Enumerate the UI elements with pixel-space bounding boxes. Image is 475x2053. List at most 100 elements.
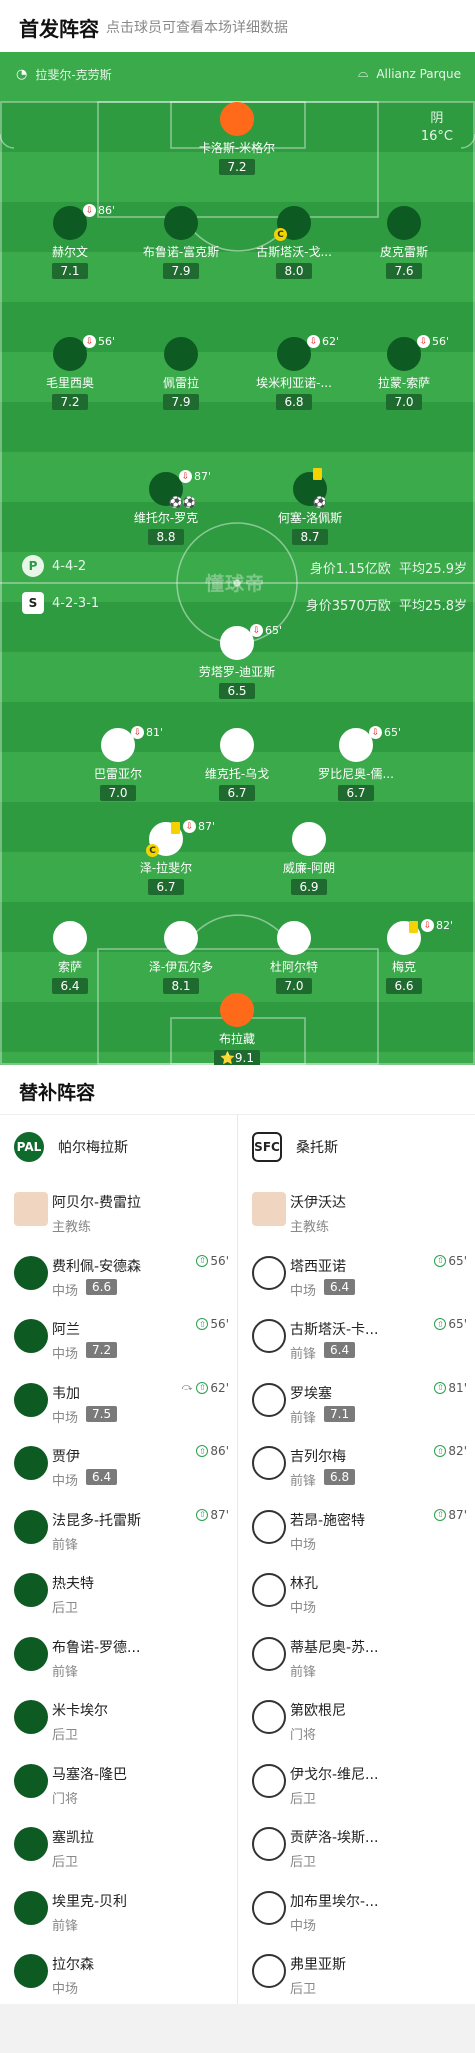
sub-in-icon: ⇧ <box>196 1381 209 1394</box>
sub-out-icon: ⇩ <box>250 624 263 637</box>
sub-player-row[interactable]: 弗里亚斯后卫 <box>238 1940 475 2004</box>
player-avatar <box>252 1446 286 1480</box>
home-team-value: 身价1.15亿欧 平均25.9岁 <box>309 562 467 577</box>
sub-player-row[interactable]: 法昆多-托雷斯前锋⇧87' <box>0 1496 237 1560</box>
player-rating: 6.7 <box>219 785 255 801</box>
sub-player-row[interactable]: 布鲁诺-罗德...前锋 <box>0 1623 237 1687</box>
player-name: 塞凯拉 <box>52 1830 94 1846</box>
goal-icon: ⚽⚽ <box>169 496 197 509</box>
sub-in-icon: ⇧ <box>196 1445 209 1457</box>
player-position: 中场 <box>290 1537 317 1553</box>
sub-player-row[interactable]: 第欧根尼门将 <box>238 1686 475 1750</box>
substitution-badge: ⇩86' <box>83 204 115 217</box>
away-team-formation[interactable]: S 4-2-3-1 <box>22 592 99 614</box>
sub-out-icon: ⇩ <box>131 726 144 739</box>
player-position: 前锋 <box>290 1347 317 1362</box>
player-rating: 7.5 <box>86 1405 118 1422</box>
sub-player-row[interactable]: 林孔中场 <box>238 1559 475 1623</box>
player-avatar: ⇩56' <box>387 335 449 371</box>
player-rating: 7.2 <box>52 394 88 410</box>
starter-player[interactable]: 布鲁诺-富克斯 7.9 <box>121 206 241 279</box>
player-rating: 6.8 <box>324 1469 356 1485</box>
player-position: 后卫 <box>52 1855 79 1870</box>
player-name: 费利佩-安德森 <box>52 1258 142 1275</box>
sub-player-row[interactable]: 塞凯拉后卫 <box>0 1813 237 1877</box>
home-team-formation[interactable]: P 4-4-2 <box>22 555 86 577</box>
player-name: 赫尔文 <box>51 245 88 259</box>
sub-in-time: ⇧87' <box>196 1508 229 1522</box>
player-avatar <box>14 1763 48 1798</box>
player-avatar: C <box>274 206 311 241</box>
sub-out-icon: ⇩ <box>183 820 196 833</box>
sub-player-row[interactable]: 马塞洛-隆巴门将 <box>0 1750 237 1814</box>
watermark-logo: 懂球帝 <box>205 573 266 595</box>
sub-player-row[interactable]: 贡萨洛-埃斯...后卫 <box>238 1813 475 1877</box>
player-name: 古斯塔沃-卡... <box>290 1322 379 1338</box>
sub-player-row[interactable]: 伊戈尔-维尼...后卫 <box>238 1750 475 1814</box>
sub-player-row[interactable]: 若昂-施密特中场⇧87' <box>238 1496 475 1560</box>
sub-player-row[interactable]: 米卡埃尔后卫 <box>0 1686 237 1750</box>
player-name: 巴雷亚尔 <box>93 767 142 781</box>
player-name: 米卡埃尔 <box>52 1703 108 1719</box>
yellow-card-icon <box>409 921 418 933</box>
player-name: 吉列尔梅 <box>290 1449 346 1465</box>
team-name: 桑托斯 <box>296 1139 338 1156</box>
player-avatar <box>252 1763 286 1798</box>
player-avatar <box>14 1890 48 1925</box>
starter-player[interactable]: 布拉藏⭐9.1 <box>177 993 297 1065</box>
sub-player-row[interactable]: 加布里埃尔-...中场 <box>238 1877 475 1941</box>
starter-player[interactable]: ⇩62'埃米利亚诺-...6.8 <box>234 335 354 410</box>
player-avatar <box>164 921 198 955</box>
player-rating: 6.4 <box>52 978 88 994</box>
player-name: 劳塔罗-迪亚斯 <box>198 665 276 679</box>
player-position: 后卫 <box>52 1728 79 1743</box>
sub-player-row[interactable]: 拉尔森中场 <box>0 1940 237 2004</box>
coach-row[interactable]: 沃伊沃达主教练 <box>238 1178 475 1242</box>
player-rating: 7.9 <box>163 394 199 410</box>
page-subtitle: 点击球员可查看本场详细数据 <box>106 20 288 36</box>
yellow-card-icon <box>171 822 180 834</box>
page-footer <box>0 2004 475 2053</box>
player-avatar: ⇩56' <box>53 335 115 371</box>
player-name: 布鲁诺-富克斯 <box>142 245 220 259</box>
player-rating: 7.9 <box>163 263 199 279</box>
player-rating: 7.6 <box>386 263 422 279</box>
starter-player[interactable]: ⇩65'罗比尼奥-儒...6.7 <box>296 726 416 801</box>
sub-in-icon: ⇧ <box>434 1318 447 1330</box>
player-position: 中场 <box>290 1283 317 1299</box>
away-crest-icon: S <box>22 592 44 614</box>
sub-player-row[interactable]: 埃里克-贝利前锋 <box>0 1877 237 1941</box>
sub-player-row[interactable]: 蒂基尼奥-苏...前锋 <box>238 1623 475 1687</box>
player-name: 塔西亚诺 <box>290 1258 346 1275</box>
sub-player-row[interactable]: 热夫特后卫 <box>0 1559 237 1623</box>
coach-row[interactable]: 阿贝尔-费雷拉主教练 <box>0 1178 237 1242</box>
